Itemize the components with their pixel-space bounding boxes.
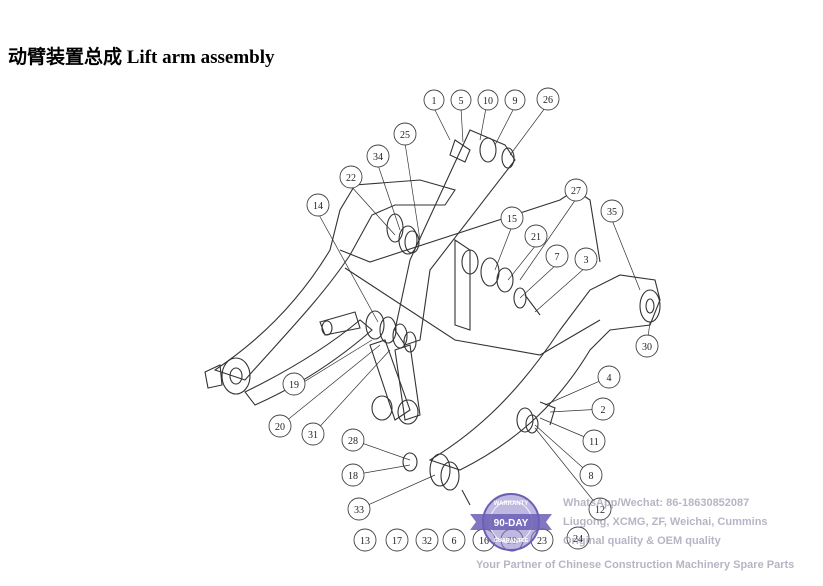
part-label-27: 27 [564,178,588,202]
part-label-5: 5 [450,89,472,111]
part-label-21: 21 [524,224,548,248]
part-label-14: 14 [306,193,330,217]
part-label-26: 26 [536,87,560,111]
svg-text:7: 7 [555,252,560,263]
part-label-12: 12 [588,497,612,521]
part-label-19: 19 [282,372,306,396]
svg-text:11: 11 [589,437,599,448]
part-label-3: 3 [574,247,598,271]
svg-text:13: 13 [360,536,370,547]
warranty-badge: 90-DAY WARRANTY GUARANTEE [468,490,554,554]
part-label-13: 13 [353,528,377,552]
page-title: 动臂装置总成 Lift arm assembly [8,47,275,68]
watermark-tagline: Your Partner of Chinese Construction Mac… [476,559,795,571]
svg-text:8: 8 [589,471,594,482]
part-label-10: 10 [477,89,499,111]
svg-text:19: 19 [289,380,299,391]
svg-text:1: 1 [432,96,437,107]
part-label-32: 32 [415,528,439,552]
part-label-20: 20 [268,414,292,438]
svg-text:17: 17 [392,536,402,547]
svg-text:32: 32 [422,536,432,547]
watermark-contact: WhatsApp/Wechat: 86-18630852087 [563,497,750,509]
part-label-30: 30 [635,334,659,358]
svg-text:26: 26 [543,95,553,106]
svg-text:90-DAY: 90-DAY [494,518,529,529]
part-label-33: 33 [347,497,371,521]
svg-text:33: 33 [354,505,364,516]
svg-text:WARRANTY: WARRANTY [494,501,529,507]
svg-text:30: 30 [642,342,652,353]
svg-text:6: 6 [452,536,457,547]
svg-text:35: 35 [607,207,617,218]
svg-text:16: 16 [479,536,489,547]
part-label-17: 17 [385,528,409,552]
svg-text:20: 20 [275,422,285,433]
part-label-18: 18 [341,463,365,487]
svg-text:23: 23 [537,536,547,547]
part-label-24: 24 [566,526,590,550]
svg-text:3: 3 [584,255,589,266]
svg-text:2: 2 [601,405,606,416]
part-label-25: 25 [393,122,417,146]
warranty-seal-icon: 90-DAY WARRANTY GUARANTEE [470,493,552,551]
svg-text:10: 10 [483,96,493,107]
svg-text:15: 15 [507,214,517,225]
svg-text:27: 27 [571,186,581,197]
part-label-34: 34 [366,144,390,168]
svg-text:12: 12 [595,505,605,516]
svg-text:34: 34 [373,152,383,163]
svg-text:25: 25 [400,130,410,141]
svg-text:14: 14 [313,201,323,212]
part-label-28: 28 [341,428,365,452]
part-label-1: 1 [423,89,445,111]
part-label-15: 15 [500,206,524,230]
part-label-9: 9 [504,89,526,111]
part-label-11: 11 [582,429,606,453]
watermark-quality: Original quality & OEM quality [563,535,721,547]
svg-text:31: 31 [308,430,318,441]
part-label-22: 22 [339,165,363,189]
part-label-6: 6 [442,528,466,552]
watermark-brands: Liugong, XCMG, ZF, Weichai, Cummins [563,516,768,528]
svg-text:21: 21 [531,232,541,243]
part-label-31: 31 [301,422,325,446]
part-label-2: 2 [591,397,615,421]
part-label-35: 35 [600,199,624,223]
svg-text:5: 5 [459,96,464,107]
part-label-4: 4 [597,365,621,389]
svg-text:GUARANTEE: GUARANTEE [494,538,529,544]
svg-text:9: 9 [513,96,518,107]
svg-text:4: 4 [607,373,612,384]
part-label-8: 8 [579,463,603,487]
svg-text:24: 24 [573,534,583,545]
part-label-7: 7 [545,244,569,268]
svg-text:18: 18 [348,471,358,482]
svg-text:28: 28 [348,436,358,447]
svg-text:22: 22 [346,173,356,184]
